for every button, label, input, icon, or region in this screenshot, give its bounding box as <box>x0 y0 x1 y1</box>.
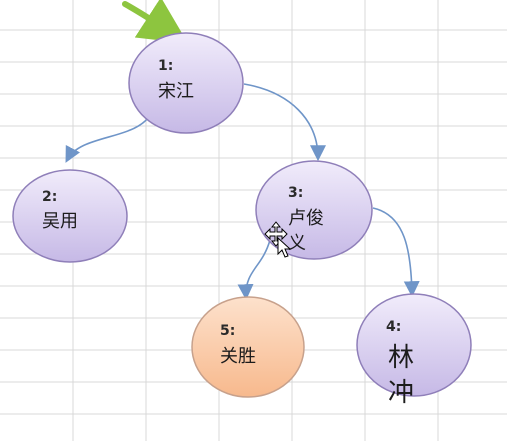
edge-1-3 <box>243 83 326 162</box>
node-5-number: 5: <box>220 323 235 339</box>
node-4[interactable]: 4: 林 冲 <box>356 293 472 408</box>
node-2[interactable]: 2: 吴用 <box>12 169 128 263</box>
node-2-label: 吴用 <box>42 211 78 232</box>
edge-1-2 <box>65 117 149 163</box>
node-3-number: 3: <box>288 185 303 201</box>
move-cursor-icon <box>264 221 292 258</box>
node-2-number: 2: <box>42 189 57 205</box>
node-1-number: 1: <box>158 58 173 74</box>
node-4-number: 4: <box>386 319 401 335</box>
node-3-label-line-2: 义 <box>288 233 306 254</box>
edge-3-4 <box>372 207 420 298</box>
node-3[interactable]: 3: 卢俊 义 <box>255 160 373 260</box>
edges <box>65 83 420 301</box>
node-4-label-line-1: 林 <box>388 343 414 373</box>
node-1[interactable]: 1: 宋江 <box>128 32 244 134</box>
green-arrow-icon <box>122 0 189 44</box>
node-5[interactable]: 5: 关胜 <box>191 296 305 398</box>
edge-3-5 <box>237 239 271 301</box>
node-3-label-line-1: 卢俊 <box>288 208 324 229</box>
node-1-label: 宋江 <box>158 81 194 102</box>
node-4-label-line-2: 冲 <box>388 378 414 408</box>
node-5-label: 关胜 <box>220 346 256 367</box>
